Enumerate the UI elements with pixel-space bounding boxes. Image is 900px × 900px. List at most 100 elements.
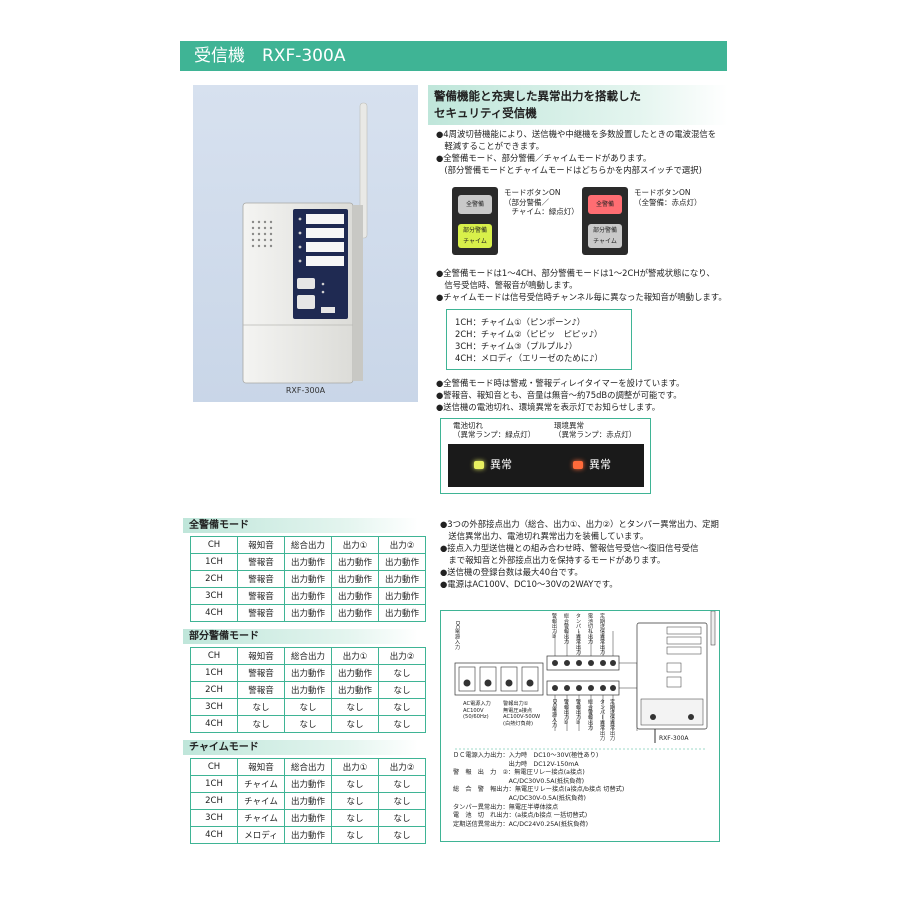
feature-line: ●接点入力型送信機との組み合わせ時、警報信号受信〜復旧信号受信	[440, 543, 699, 553]
features-mid: ●全警備モードは1〜4CH、部分警備モードは1〜2CHが警戒状態になり、 信号受…	[436, 267, 727, 303]
wiring-diagram-graphic	[454, 611, 716, 750]
bottom-terminal-label: DC電源入力	[551, 699, 557, 728]
spec-line: 警 報 出 力 ②：無電圧リレー接点(a接点)	[453, 769, 585, 777]
feature-line: ●送信機の電池切れ、環境異常を表示灯でお知らせします。	[436, 402, 661, 412]
chime-item: 4CH：メロディ（エリーゼのために♪）	[455, 353, 603, 363]
right-mode-note: モードボタンON（全警備：赤点灯）	[634, 188, 702, 207]
feature-line: ●全警備モード、部分警備／チャイムモードがあります。	[436, 153, 652, 163]
table-title: チャイムモード	[183, 740, 418, 755]
top-terminal-label: 総合警報出力	[563, 613, 569, 645]
features-right: ●3つの外部接点出力（総合、出力①、出力②）とタンパー異常出力、定期 送信異常出…	[440, 518, 719, 590]
feature-line: 送信異常出力、電池切れ異常出力を装備しています。	[440, 531, 649, 541]
battery-lamp-title: 電池切れ（異常ランプ：緑点灯）	[453, 421, 536, 439]
antenna	[359, 102, 368, 239]
all-guard-button	[297, 278, 315, 289]
spec-line: AC/DC30V0.5A(抵抗負荷)	[453, 777, 585, 785]
lamp-panel: 異常 異常	[448, 444, 644, 487]
spec-list: ＤＣ電源入力出力：入力時 DC10〜30V(極性あり) 出力時 DC12V-15…	[453, 752, 624, 829]
photo-caption: RXF-300A	[285, 386, 326, 395]
spec-line: ＤＣ電源入力出力：入力時 DC10〜30V(極性あり)	[453, 752, 599, 759]
red-lamp-text: 異常	[589, 458, 611, 471]
dc-input-label: DC電源入力	[454, 621, 460, 650]
bottom-terminal-label: タンパー異常出力	[599, 699, 605, 741]
chime-item: 3CH：チャイム③（プルプル♪）	[455, 341, 578, 351]
green-lamp-text: 異常	[490, 458, 512, 471]
feature-line: ●全警備モード時は警戒・警報ディレイタイマーを設けています。	[436, 378, 685, 388]
chime-item: 1CH：チャイム①（ピンポーン♪）	[455, 317, 586, 327]
top-terminal-label: 定期送信異常出力	[599, 613, 605, 655]
spec-line: 出力時 DC12V-150mA	[453, 760, 579, 768]
heading-line2: セキュリティ受信機	[434, 106, 537, 120]
chime-item: 2CH：チャイム②（ピピッ ピピッ♪）	[455, 329, 603, 339]
environment-lamp-title: 環境異常（異常ランプ：赤点灯）	[554, 421, 637, 439]
left-partial-button-lit: 部分警備 チャイム	[458, 224, 492, 248]
feature-line: ●電源はAC100V、DC10〜30Vの2WAYです。	[440, 579, 618, 589]
heading-line1: 警備機能と充実した異常出力を搭載した	[434, 89, 641, 103]
feature-line: ●送信機の登録台数は最大40台です。	[440, 567, 583, 577]
bottom-terminal-label: 総合警報出力	[587, 699, 593, 731]
table-title: 全警備モード	[183, 518, 418, 533]
red-lamp-icon	[573, 461, 583, 469]
green-lamp-icon	[474, 461, 484, 469]
top-terminal-label: タンパー異常出力	[575, 613, 581, 655]
bottom-terminal-label: 定期送信異常出力	[609, 699, 615, 741]
chime-list: 1CH：チャイム①（ピンポーン♪） 2CH：チャイム②（ピピッ ピピッ♪） 3C…	[446, 309, 632, 370]
product-photo	[193, 85, 418, 402]
feature-line: ●チャイムモードは信号受信時チャンネル毎に異なった報知音が鳴動します。	[436, 292, 727, 302]
wiring-diagram: DC電源入力 警報出力② 総合警報出力 タンパー異常出力 電池切れ出力 定期送信…	[440, 610, 720, 842]
feature-line: ●4周波切替機能により、送信機や中継機を多数設置したときの電波混信を	[436, 129, 717, 139]
feature-line: ●全警備モードは1〜4CH、部分警備モードは1〜2CHが警戒状態になり、	[436, 268, 715, 278]
feature-line: ●3つの外部接点出力（総合、出力①、出力②）とタンパー異常出力、定期	[440, 519, 719, 529]
feature-heading: 警備機能と充実した異常出力を搭載した セキュリティ受信機	[428, 85, 728, 125]
mode-button-illustration: 全警備 部分警備 チャイム モードボタンON（部分警備／ チャイム：緑点灯） 全…	[446, 185, 714, 260]
feature-line: まで報知音と外部接点出力を保持するモードがあります。	[440, 555, 666, 565]
page-banner: 受信機 RXF-300A	[180, 41, 727, 71]
feature-line: (部分警備モードとチャイムモードはどちらかを内部スイッチで選択)	[436, 165, 702, 175]
right-all-guard-button-lit: 全警備	[588, 195, 622, 214]
bottom-terminal-label: 警報出力①	[563, 699, 569, 726]
spec-line: 総 合 警 報出力：無電圧リレー接点(a接点/b接点 切替式)	[453, 786, 625, 794]
feature-line: ●警報音、報知音とも、音量は無音〜約75dBの調整が可能です。	[436, 390, 682, 400]
unit-label: RXF-300A	[659, 735, 689, 742]
spec-line: 定期送信異常出力：AC/DC24V0.25A(抵抗負荷)	[453, 820, 588, 828]
table-title: 部分警備モード	[183, 629, 418, 644]
left-mode-note: モードボタンON（部分警備／ チャイム：緑点灯）	[504, 188, 579, 216]
features-low: ●全警備モード時は警戒・警報ディレイタイマーを設けています。 ●警報音、報知音と…	[436, 377, 684, 413]
feature-line: 信号受信時、警報音が鳴動します。	[436, 280, 578, 290]
left-all-guard-button: 全警備	[458, 195, 492, 214]
receiver-illustration	[242, 102, 368, 384]
top-terminal-label: 警報出力②	[551, 613, 557, 640]
spec-line: AC/DC30V-0.5A(抵抗負荷)	[453, 794, 586, 802]
partial-guard-button	[297, 295, 315, 309]
features-top: ●4周波切替機能により、送信機や中継機を多数設置したときの電波混信を 軽減するこ…	[436, 128, 716, 176]
spec-line: タンパー異常出力：無電圧半導体接点	[453, 803, 559, 811]
spec-line: 電 池 切 れ出力：(a接点/b接点 一括切替式)	[453, 812, 588, 820]
right-partial-button: 部分警備 チャイム	[588, 224, 622, 248]
top-terminal-label: 電池切れ出力	[587, 613, 593, 645]
feature-line: 軽減することができます。	[436, 141, 545, 151]
bottom-terminal-label: 警報出力②	[575, 699, 581, 726]
